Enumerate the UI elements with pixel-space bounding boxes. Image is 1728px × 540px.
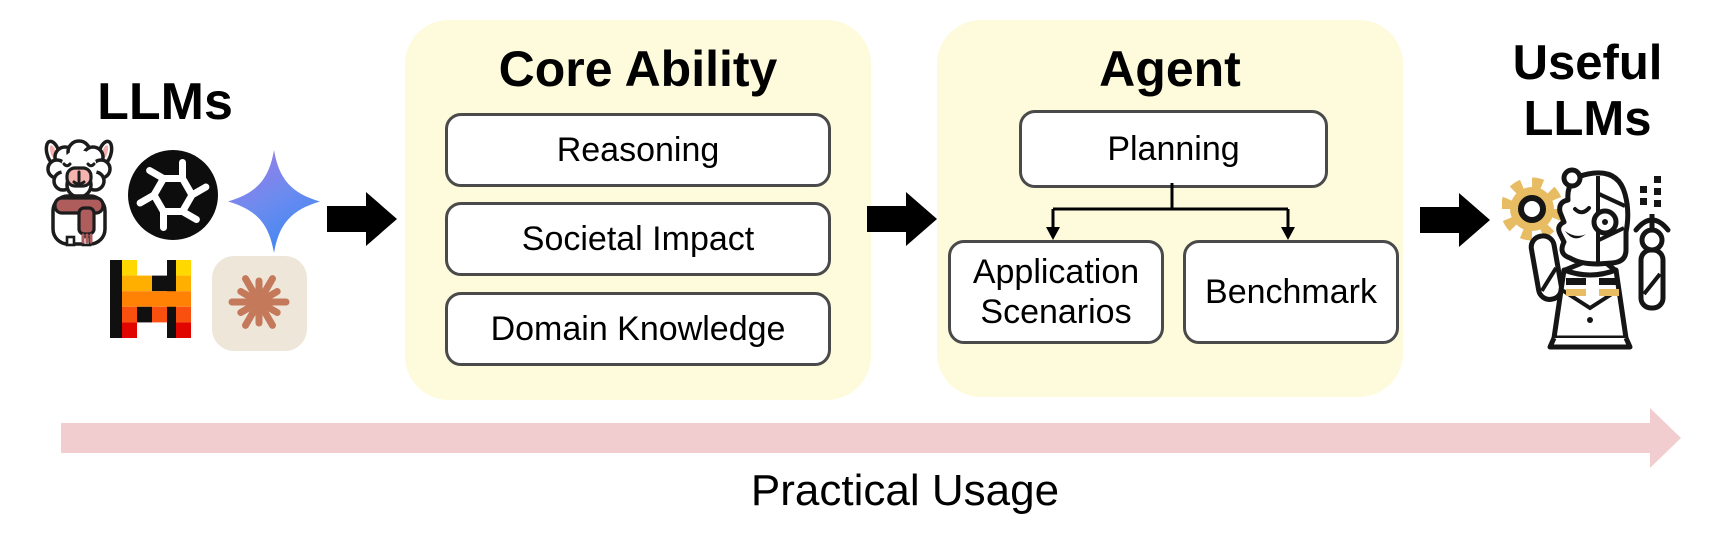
gemini-icon xyxy=(228,150,320,253)
llms-section-title: LLMs xyxy=(97,73,233,131)
agent-tree-connector xyxy=(1046,183,1295,240)
flow-arrow-1 xyxy=(327,192,397,246)
mistral-icon xyxy=(110,260,191,338)
llama-icon xyxy=(44,139,114,247)
core-ability-panel: Core Ability Reasoning Societal Impact D… xyxy=(405,20,871,400)
core-ability-item-domain-knowledge: Domain Knowledge xyxy=(445,292,831,366)
flow-arrow-2 xyxy=(867,192,937,246)
useful-llms-title-line2: LLMs xyxy=(1523,91,1652,146)
agent-node-planning: Planning xyxy=(1019,110,1328,188)
core-ability-item-societal-impact: Societal Impact xyxy=(445,202,831,276)
openai-icon xyxy=(128,150,218,240)
flow-arrow-3 xyxy=(1420,193,1490,247)
agent-node-benchmark: Benchmark xyxy=(1183,240,1399,344)
agent-title: Agent xyxy=(1099,41,1241,97)
robot-icon xyxy=(1502,167,1671,350)
core-ability-item-reasoning: Reasoning xyxy=(445,113,831,187)
useful-llms-title: Useful LLMs xyxy=(1495,36,1680,148)
useful-llms-title-line1: Useful xyxy=(1512,36,1663,90)
practical-usage-arrow xyxy=(61,408,1681,468)
practical-usage-label: Practical Usage xyxy=(750,466,1060,515)
claude-icon xyxy=(212,256,307,351)
agent-node-application-scenarios: Application Scenarios xyxy=(948,240,1164,344)
core-ability-title: Core Ability xyxy=(498,41,778,97)
